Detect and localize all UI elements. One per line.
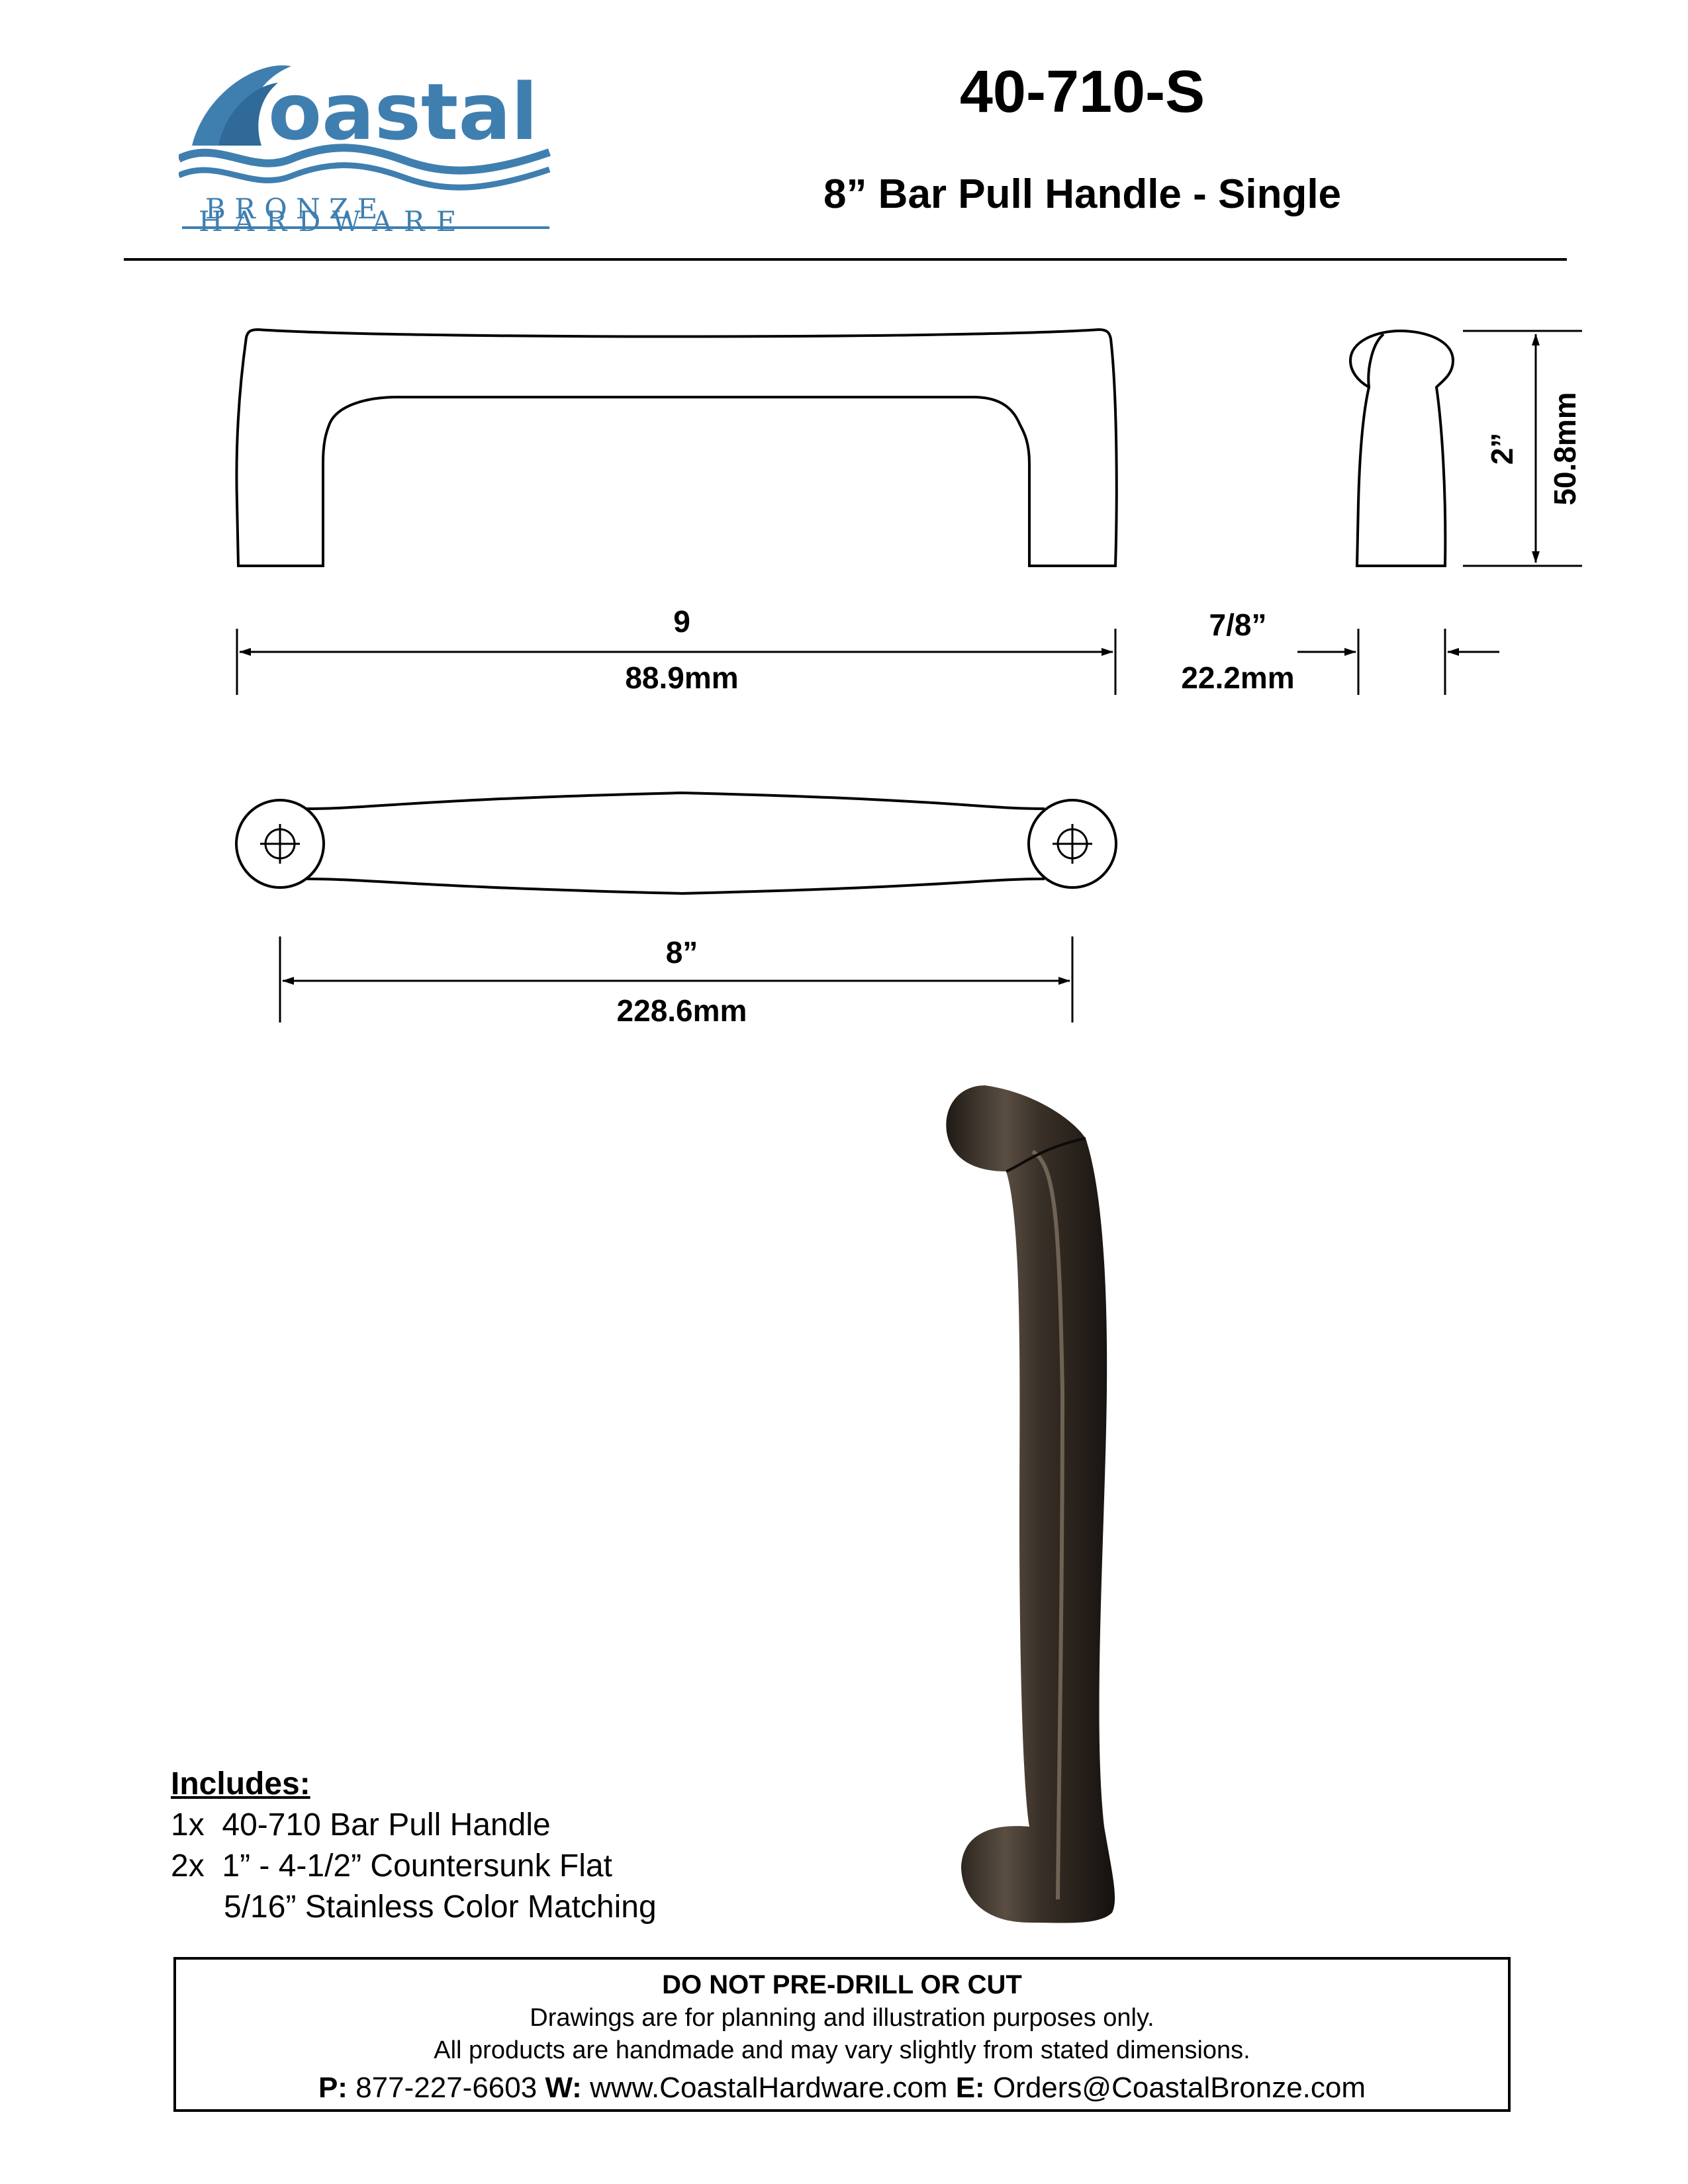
email-link[interactable]: Orders@CoastalBronze.com (992, 2071, 1366, 2104)
top-view (235, 791, 1117, 895)
part-number: 40-710-S (959, 59, 1205, 125)
contact-line: P: 877-227-6603 W: www.CoastalHardware.c… (176, 2071, 1508, 2105)
wave-logo-icon: oastal B R O N Z E (177, 65, 551, 229)
screw-hole-left-icon (260, 824, 300, 864)
center-to-center-inches-label: 8” (666, 935, 698, 970)
overall-length-dimension (236, 629, 1117, 695)
list-item: 2x 1” - 4-1/2” Countersunk Flat (171, 1848, 612, 1884)
logo-wordmark: oastal (268, 66, 538, 158)
height-inches-label: 2” (1485, 433, 1519, 465)
front-view (235, 328, 1118, 567)
phone-number[interactable]: 877-227-6603 (355, 2071, 538, 2104)
web-label: W: (545, 2071, 582, 2104)
overall-length-mm-label: 88.9mm (625, 660, 738, 695)
width-mm-label: 22.2mm (1181, 660, 1294, 695)
height-dimension (1463, 330, 1582, 567)
side-view (1348, 329, 1455, 567)
logo-bronze-text: B R O N Z E (205, 193, 377, 225)
overall-length-inches-label: 9 (673, 604, 690, 639)
product-title: 8” Bar Pull Handle - Single (823, 171, 1342, 217)
list-item: 1x 40-710 Bar Pull Handle (171, 1807, 551, 1843)
disclaimer-line-2: All products are handmade and may vary s… (434, 2036, 1250, 2064)
height-mm-label: 50.8mm (1548, 392, 1582, 505)
phone-label: P: (318, 2071, 348, 2104)
disclaimer-line-1: Drawings are for planning and illustrati… (530, 2004, 1154, 2032)
center-to-center-mm-label: 228.6mm (617, 993, 747, 1028)
screw-hole-right-icon (1053, 824, 1092, 864)
footer-notice: DO NOT PRE-DRILL OR CUT Drawings are for… (173, 1957, 1511, 2112)
product-render (946, 1085, 1115, 1923)
width-dimension (1297, 629, 1499, 695)
center-to-center-dimension (279, 936, 1074, 1023)
website-link[interactable]: www.CoastalHardware.com (590, 2071, 948, 2104)
includes-title: Includes: (171, 1766, 310, 1801)
width-inches-label: 7/8” (1209, 608, 1267, 642)
list-item: 5/16” Stainless Color Matching (171, 1889, 657, 1925)
logo-hardware-text: H A R D W A R E (199, 205, 458, 238)
email-label: E: (955, 2071, 985, 2104)
header-divider (124, 258, 1567, 261)
coastal-bronze-logo: oastal B R O N Z E (177, 46, 563, 245)
includes-section: Includes: 1x 40-710 Bar Pull Handle 2x 1… (171, 1764, 657, 1928)
warning-text: DO NOT PRE-DRILL OR CUT (662, 1970, 1022, 1999)
